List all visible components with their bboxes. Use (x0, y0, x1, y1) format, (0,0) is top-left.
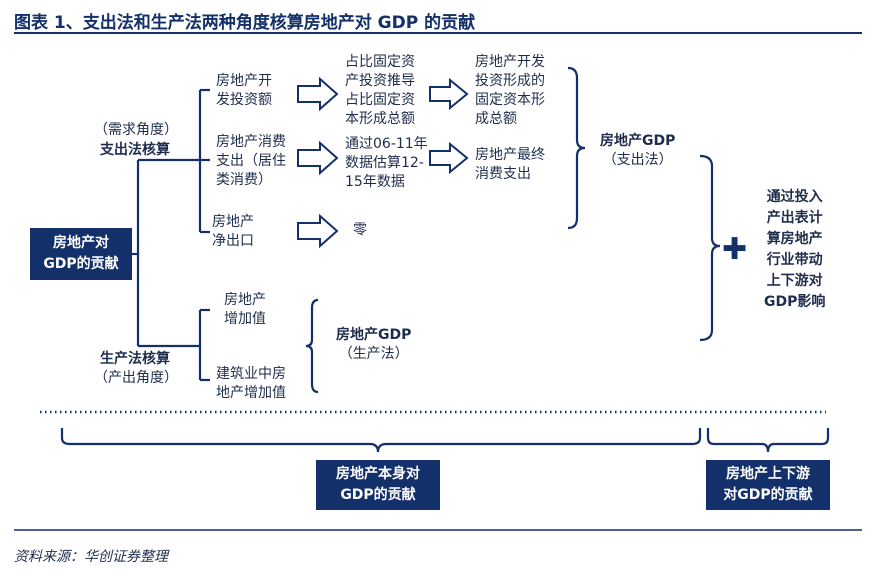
expenditure-item: 房地产消费 支出（居住 类消费） (216, 133, 286, 190)
item-line: 房地产开发 (475, 54, 545, 70)
result-line: （生产法） (338, 346, 409, 362)
item-line: 建筑业中房 (216, 366, 286, 382)
item-line: 增加值 (224, 311, 266, 327)
arrow-5 (429, 141, 469, 175)
bottom-left-box: 房地产本身对 GDP的贡献 (316, 460, 440, 510)
far-right-line: 算房地产 (766, 231, 823, 247)
item-line: 房地产消费 (216, 134, 286, 150)
expenditure-item: 房地产开 发投资额 (216, 72, 272, 110)
item-line: 房地产 (212, 214, 254, 230)
right-item: 房地产开发 投资形成的 固定资本形 成总额 (475, 53, 545, 129)
plus-icon: ✚ (722, 232, 748, 267)
production-item: 房地产 增加值 (224, 291, 266, 329)
middle-item: 零 (353, 221, 367, 240)
item-line: 投资形成的 (475, 73, 545, 89)
arrow-3 (297, 213, 339, 249)
figure-title: 图表 1、支出法和生产法两种角度核算房地产对 GDP 的贡献 (14, 13, 476, 33)
right-item: 房地产最终 消费支出 (475, 146, 545, 184)
item-line: 类消费） (216, 172, 272, 188)
item-line: 房地产最终 (475, 147, 545, 163)
box-line: 房地产上下游 (726, 466, 810, 482)
production-item: 建筑业中房 地产增加值 (216, 365, 286, 403)
production-name: 生产法核算 (100, 351, 170, 367)
item-line: 消费支出 (475, 166, 531, 182)
source-note: 资料来源：华创证券整理 (14, 549, 168, 565)
item-line: 数据估算12- (345, 155, 424, 171)
item-line: 固定资本形 (475, 92, 545, 108)
expenditure-result: 房地产GDP （支出法） (600, 132, 675, 170)
production-bracket (305, 298, 319, 394)
item-line: 房地产开 (216, 73, 272, 89)
expenditure-name: 支出法核算 (100, 142, 170, 158)
root-box-line: GDP的贡献 (43, 256, 119, 272)
far-right-line: 上下游对 (766, 273, 823, 289)
item-line: 成总额 (475, 111, 517, 127)
item-line: 产投资推导 (345, 73, 415, 89)
box-line: 房地产本身对 (336, 466, 420, 482)
result-line: （支出法） (602, 152, 673, 168)
bottom-right-box: 房地产上下游 对GDP的贡献 (706, 460, 830, 510)
item-line: 占比固定资 (345, 54, 415, 70)
item-line: 净出口 (212, 233, 254, 249)
result-line: 房地产GDP (600, 133, 676, 149)
arrow-1 (297, 76, 339, 112)
box-line: GDP的贡献 (340, 487, 416, 503)
far-right-text: 通过投入 产出表计 算房地产 行业带动 上下游对 GDP影响 (764, 187, 825, 313)
root-box: 房地产对 GDP的贡献 (30, 228, 132, 280)
expenditure-angle: （需求角度） (94, 122, 178, 138)
item-line: 发投资额 (216, 92, 272, 108)
far-right-line: 行业带动 (766, 252, 823, 268)
item-line: 通过06-11年 (345, 136, 428, 152)
item-line: 占比固定资 (345, 92, 415, 108)
middle-item: 通过06-11年 数据估算12- 15年数据 (345, 135, 428, 192)
far-right-line: 通过投入 (766, 189, 823, 205)
item-line: 支出（居住 (216, 153, 286, 169)
item-line: 15年数据 (345, 174, 405, 190)
gdp-combine-bracket (699, 154, 721, 342)
arrow-2 (297, 140, 339, 176)
middle-item: 占比固定资 产投资推导 占比固定资 本形成总额 (345, 53, 415, 129)
production-angle: （产出角度） (94, 370, 178, 386)
item-line: 本形成总额 (345, 111, 415, 127)
bottom-left-bracket (60, 428, 702, 453)
item-line: 房地产 (224, 292, 266, 308)
root-box-line: 房地产对 (53, 235, 109, 251)
far-right-line: GDP影响 (764, 294, 826, 310)
box-line: 对GDP的贡献 (723, 487, 813, 503)
result-line: 房地产GDP (336, 327, 412, 343)
arrow-group (297, 76, 469, 249)
bottom-right-bracket (706, 428, 830, 453)
production-result: 房地产GDP （生产法） (336, 326, 411, 364)
expenditure-bracket (567, 66, 586, 230)
item-line: 地产增加值 (216, 385, 286, 401)
far-right-line: 产出表计 (766, 210, 823, 226)
item-line: 零 (353, 222, 367, 238)
expenditure-item: 房地产 净出口 (212, 213, 254, 251)
arrow-4 (429, 77, 469, 111)
